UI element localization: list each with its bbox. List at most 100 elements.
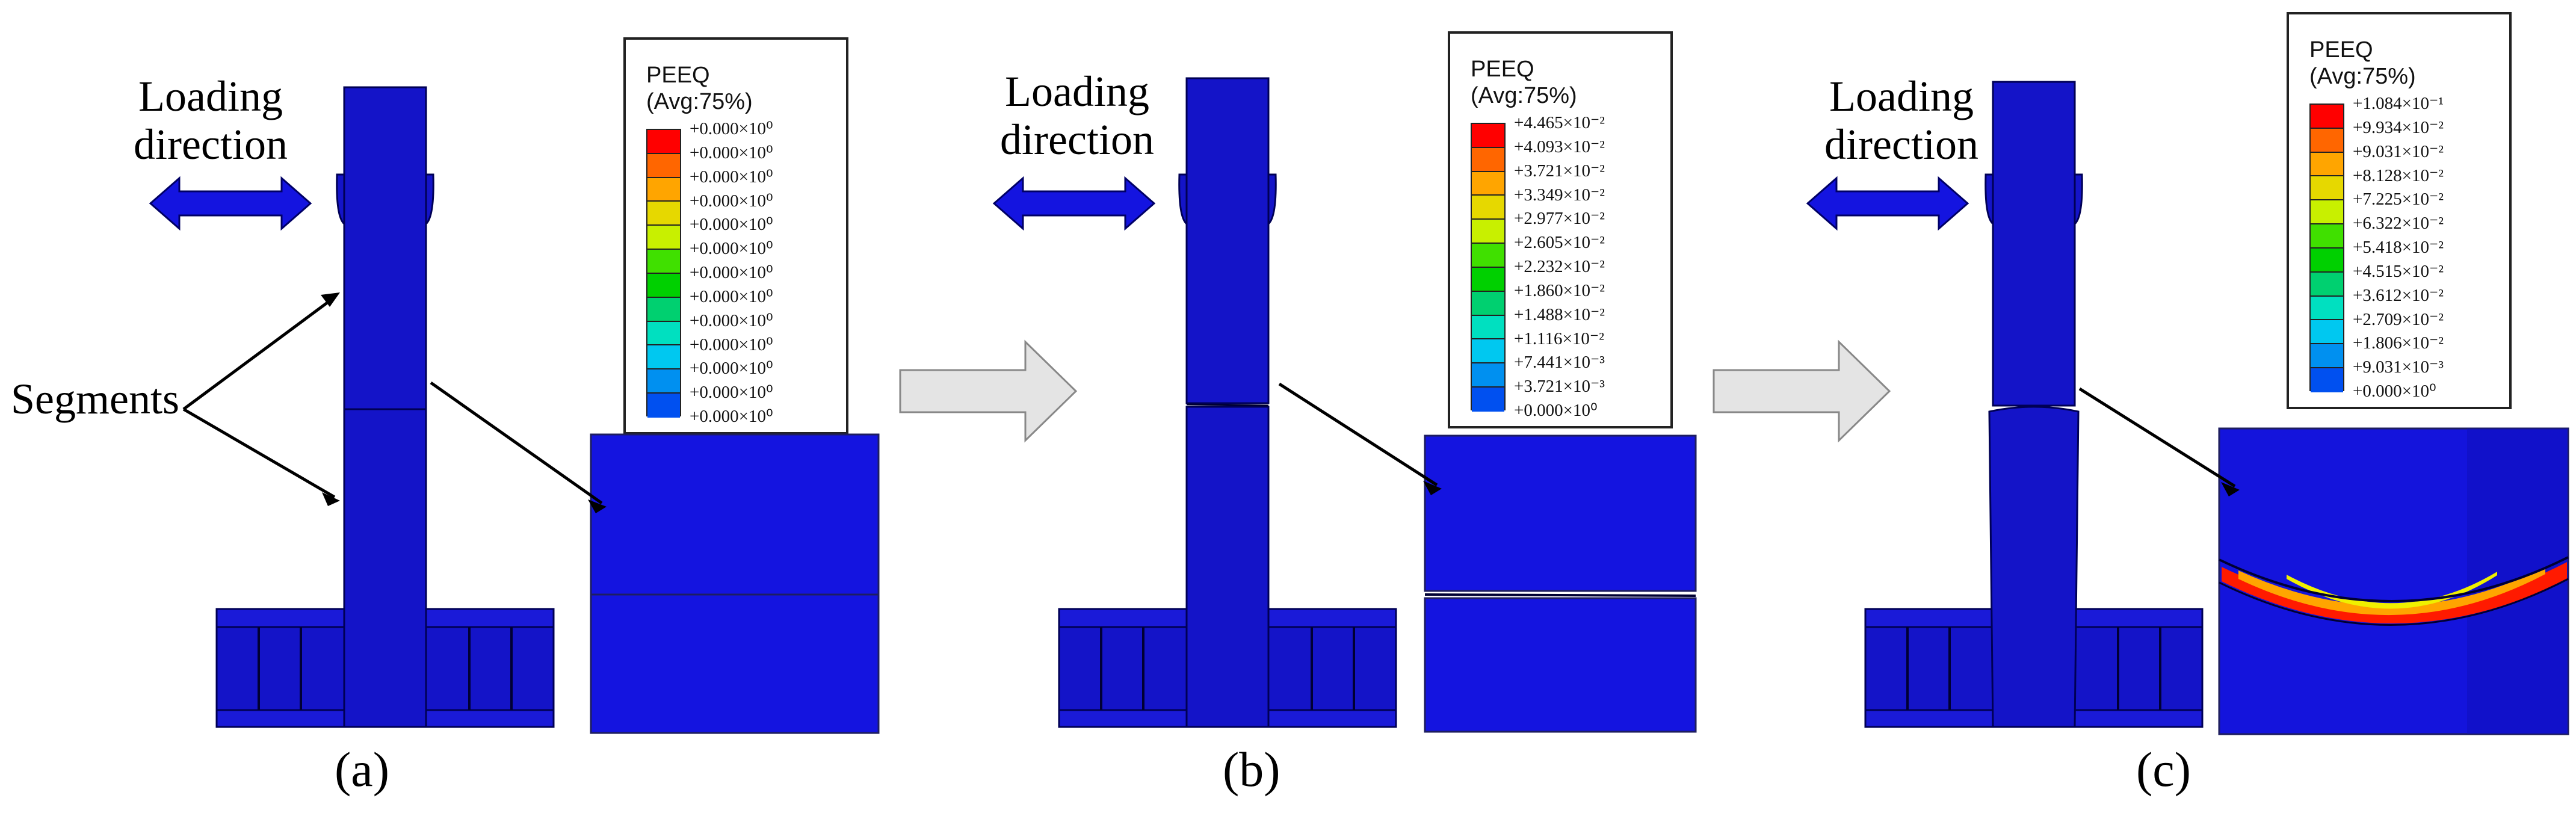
zoom-detail-c [2218, 427, 2569, 735]
legend-value-label: +9.934×10⁻² [2353, 117, 2444, 137]
legend-swatch [2311, 152, 2343, 177]
legend-value-label: +4.465×10⁻² [1514, 113, 1605, 132]
arrowhead-icon [321, 292, 340, 307]
loading-label-line1: Loading [138, 72, 283, 120]
loading-label-line1: Loading [1005, 67, 1149, 116]
double-headed-arrow-icon [149, 176, 312, 231]
segment-interface-line [2219, 556, 2569, 602]
legend-value-label: +0.000×10⁰ [2353, 382, 2436, 401]
column-lower-segment [1988, 406, 2080, 728]
plastic-strain-band-mid [2238, 567, 2545, 616]
sleeve-bracket-left [1178, 173, 1188, 226]
loading-label-line2: direction [134, 120, 288, 168]
legend-swatch [647, 273, 680, 298]
legend-swatch [1472, 124, 1504, 148]
legend-swatch [647, 202, 680, 226]
legend-value-label: +2.232×10⁻² [1514, 257, 1605, 276]
column-model-a [215, 86, 555, 728]
sleeve-bracket-right [425, 173, 434, 226]
loading-direction-label: Loading direction [1805, 72, 1998, 168]
legend-swatch [647, 153, 680, 178]
panel-c: Loading direction (c) PEEQ (Avg:75%) +1.… [1715, 0, 2576, 819]
zoom-pointer-arrow [2078, 387, 2236, 488]
legend-swatch [647, 321, 680, 346]
base-plate-right [425, 608, 555, 728]
sub-label-b: (b) [1223, 742, 1280, 797]
legend-swatch [1472, 172, 1504, 196]
legend-value-label: +0.000×10⁰ [690, 215, 773, 235]
legend-value-label: +4.515×10⁻² [2353, 261, 2444, 281]
legend-swatch [647, 178, 680, 202]
sleeve-bracket-left [1985, 173, 1994, 226]
right-arrow-icon [1713, 339, 1891, 443]
legend-swatch [2311, 224, 2343, 249]
legend-value-label: +0.000×10⁰ [690, 239, 773, 259]
right-arrow-icon [899, 339, 1078, 443]
legend-swatch [1472, 315, 1504, 340]
segment-gap-line [1424, 593, 1696, 597]
column-upper-segment [343, 86, 427, 410]
panel-b: Loading direction (b) PEEQ (Avg:75%) +4.… [866, 0, 1715, 819]
legend-value-label: +0.000×10⁰ [1514, 401, 1598, 420]
legend-title: PEEQ [2309, 37, 2373, 63]
legend-value-label: +0.000×10⁰ [690, 286, 773, 306]
arrowhead-icon [2221, 482, 2240, 496]
legend-value-label: +1.084×10⁻¹ [2353, 94, 2444, 113]
legend-value-label: +9.031×10⁻² [2353, 141, 2444, 161]
legend-value-label: +3.612×10⁻² [2353, 285, 2444, 305]
legend-value-label: +0.000×10⁰ [690, 311, 773, 330]
legend-value-label: +6.322×10⁻² [2353, 214, 2444, 233]
sleeve-bracket-right [1267, 173, 1277, 226]
legend-value-label: +0.000×10⁰ [690, 167, 773, 187]
legend-swatch [1472, 220, 1504, 244]
segment-gap-line [1186, 403, 1269, 407]
loading-label-line2: direction [1000, 116, 1154, 164]
legend-swatch [2311, 128, 2343, 153]
legend-value-label: +0.000×10⁰ [690, 335, 773, 354]
zoom-detail-a [590, 433, 880, 734]
legend-title: PEEQ [646, 63, 710, 88]
legend-color-bar [2309, 104, 2344, 392]
arrowhead-icon [1423, 481, 1442, 495]
sleeve-bracket-left [336, 173, 345, 226]
legend-swatch [647, 250, 680, 274]
legend-swatch [2311, 344, 2343, 369]
legend-swatch [647, 297, 680, 322]
legend-value-label: +0.000×10⁰ [690, 407, 773, 426]
legend-value-label: +0.000×10⁰ [690, 359, 773, 379]
legend-value-label: +9.031×10⁻³ [2353, 357, 2444, 377]
legend-value-label: +4.093×10⁻² [1514, 137, 1605, 156]
legend-color-bar [1471, 123, 1506, 412]
segment-interface-line [2219, 578, 2569, 626]
arrowhead-icon [322, 492, 340, 506]
legend-value-label: +1.860×10⁻² [1514, 280, 1605, 300]
legend-value-label: +8.128×10⁻² [2353, 165, 2444, 185]
double-headed-arrow-icon [1806, 176, 1969, 231]
segments-label: Segments [11, 375, 179, 423]
legend-swatch [647, 226, 680, 250]
loading-direction-label: Loading direction [114, 72, 307, 168]
legend-swatch [1472, 267, 1504, 292]
plastic-strain-band-inner [2287, 572, 2497, 609]
legend-swatch [1472, 291, 1504, 316]
zoom-pointer-arrow [430, 381, 603, 505]
legend-swatch [647, 394, 680, 418]
legend-value-label: +1.116×10⁻² [1514, 329, 1604, 348]
loading-label-line2: direction [1824, 120, 1978, 168]
legend-value-label: +0.000×10⁰ [690, 263, 773, 282]
legend-swatch [1472, 244, 1504, 268]
legend-swatch [2311, 200, 2343, 225]
legend-swatch [1472, 388, 1504, 412]
pointer-arrow [182, 295, 336, 411]
legend-swatch [1472, 363, 1504, 388]
panel-a: Loading direction Segments (a) PEEQ (Avg… [0, 0, 866, 819]
legend-swatch [2311, 248, 2343, 273]
legend-color-bar [646, 129, 681, 418]
legend-value-label: +3.721×10⁻² [1514, 161, 1605, 181]
plastic-strain-band-outer [2222, 562, 2567, 624]
legend-swatch [2311, 368, 2343, 392]
arrowheads [321, 292, 607, 513]
legend-value-label: +0.000×10⁰ [690, 383, 773, 403]
legend-value-label: +2.709×10⁻² [2353, 309, 2444, 329]
